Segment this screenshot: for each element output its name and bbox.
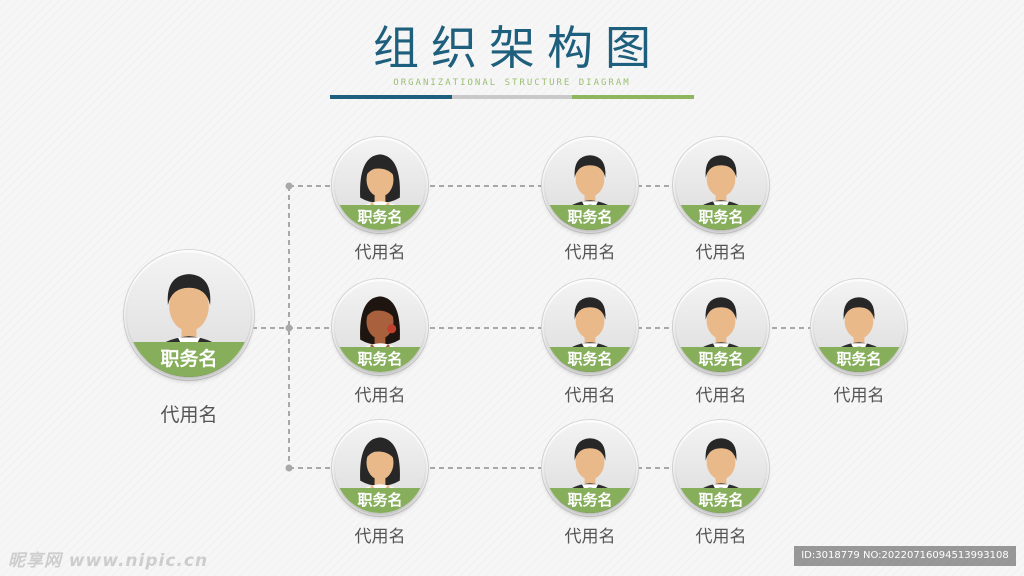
avatar: 职务名 <box>127 253 251 377</box>
junction-dot-middle <box>285 324 293 332</box>
avatar: 职务名 <box>335 140 425 230</box>
title-divider-green <box>572 95 694 99</box>
role-label: 职务名 <box>335 487 425 513</box>
org-node-r3-c2[interactable]: 职务名代用名 <box>545 423 635 547</box>
org-node-r2-c3[interactable]: 职务名代用名 <box>676 282 766 406</box>
org-node-r3-c1[interactable]: 职务名代用名 <box>335 423 425 547</box>
role-label: 职务名 <box>335 204 425 230</box>
page-title: 组织架构图 <box>373 21 663 75</box>
title-divider-blue <box>330 95 452 99</box>
avatar: 职务名 <box>545 140 635 230</box>
role-label: 职务名 <box>127 342 251 377</box>
role-label: 职务名 <box>814 346 904 372</box>
role-label: 职务名 <box>676 487 766 513</box>
avatar: 职务名 <box>676 423 766 513</box>
person-name: 代用名 <box>564 386 616 406</box>
avatar: 职务名 <box>676 282 766 372</box>
title-divider-gray <box>452 95 572 99</box>
person-name: 代用名 <box>354 243 406 263</box>
person-name: 代用名 <box>354 386 406 406</box>
avatar: 职务名 <box>335 282 425 372</box>
role-label: 职务名 <box>545 346 635 372</box>
org-node-r2-c4[interactable]: 职务名代用名 <box>814 282 904 406</box>
watermark-left: 昵享网 www.nipic.cn <box>8 551 209 571</box>
junction-dot-bottom <box>285 464 293 472</box>
avatar: 职务名 <box>814 282 904 372</box>
org-node-r2-c1[interactable]: 职务名代用名 <box>335 282 425 406</box>
org-node-r1-c2[interactable]: 职务名代用名 <box>545 140 635 263</box>
role-label: 职务名 <box>676 346 766 372</box>
page-subtitle: ORGANIZATIONAL STRUCTURE DIAGRAM <box>393 78 631 88</box>
org-node-r3-c3[interactable]: 职务名代用名 <box>676 423 766 547</box>
org-node-r1-c1[interactable]: 职务名代用名 <box>335 140 425 263</box>
person-name: 代用名 <box>695 386 747 406</box>
person-name: 代用名 <box>354 527 406 547</box>
org-node-r1-c3[interactable]: 职务名代用名 <box>676 140 766 263</box>
person-name: 代用名 <box>833 386 885 406</box>
role-label: 职务名 <box>676 204 766 230</box>
avatar: 职务名 <box>545 423 635 513</box>
avatar: 职务名 <box>676 140 766 230</box>
junction-dot-top <box>285 182 293 190</box>
person-name: 代用名 <box>564 527 616 547</box>
org-node-r2-c2[interactable]: 职务名代用名 <box>545 282 635 406</box>
role-label: 职务名 <box>545 204 635 230</box>
role-label: 职务名 <box>545 487 635 513</box>
watermark-right: ID:3018779 NO:20220716094513993108 <box>794 546 1016 566</box>
avatar: 职务名 <box>335 423 425 513</box>
role-label: 职务名 <box>335 346 425 372</box>
person-name: 代用名 <box>695 527 747 547</box>
org-node-root[interactable]: 职务名代用名 <box>127 253 251 426</box>
person-name: 代用名 <box>160 404 218 426</box>
person-name: 代用名 <box>695 243 747 263</box>
avatar: 职务名 <box>545 282 635 372</box>
person-name: 代用名 <box>564 243 616 263</box>
